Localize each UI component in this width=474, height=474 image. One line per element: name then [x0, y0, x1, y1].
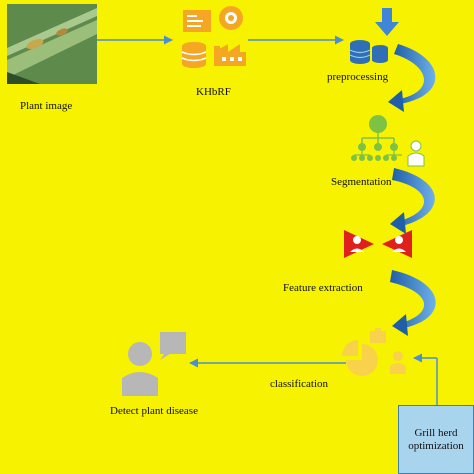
briefcase-icon — [370, 328, 386, 343]
classification-label: classification — [270, 378, 329, 390]
detect-plant-disease-label: Detect plant disease — [110, 405, 198, 417]
optimizer-label-line1: Grill herd — [414, 426, 458, 439]
grill-herd-optimization-box: Grill herd optimization — [398, 405, 474, 474]
curved-arrow-3 — [390, 270, 436, 336]
gray-person-icon — [122, 342, 158, 396]
preprocessing-icon — [349, 8, 399, 64]
plant-leaf-image — [7, 4, 97, 84]
segmentation-label: Segmentation — [331, 176, 392, 188]
pie-chart-icon — [342, 340, 378, 376]
bowtie-icon — [344, 230, 412, 258]
curved-arrow-2 — [390, 168, 435, 234]
preprocessing-label: preprocessing — [327, 71, 389, 83]
disc-icon — [219, 6, 243, 30]
classification-icon-cluster — [342, 328, 406, 376]
curved-arrow-1 — [388, 44, 436, 112]
speech-bubble-icon — [160, 332, 186, 360]
khbrf-icon-cluster — [181, 6, 246, 68]
person-icon — [407, 140, 425, 167]
feature-extraction-label: Feature extraction — [283, 282, 363, 294]
optimizer-label-line2: optimization — [408, 439, 464, 452]
down-arrow-icon — [375, 8, 399, 36]
factory-icon — [214, 44, 246, 66]
database-icon — [181, 42, 207, 68]
hierarchy-icon — [351, 115, 402, 161]
person-icon — [390, 351, 406, 374]
plant-image-label: Plant image — [20, 100, 73, 112]
khbrf-label: KHbRF — [196, 86, 231, 98]
document-icon — [183, 10, 211, 32]
